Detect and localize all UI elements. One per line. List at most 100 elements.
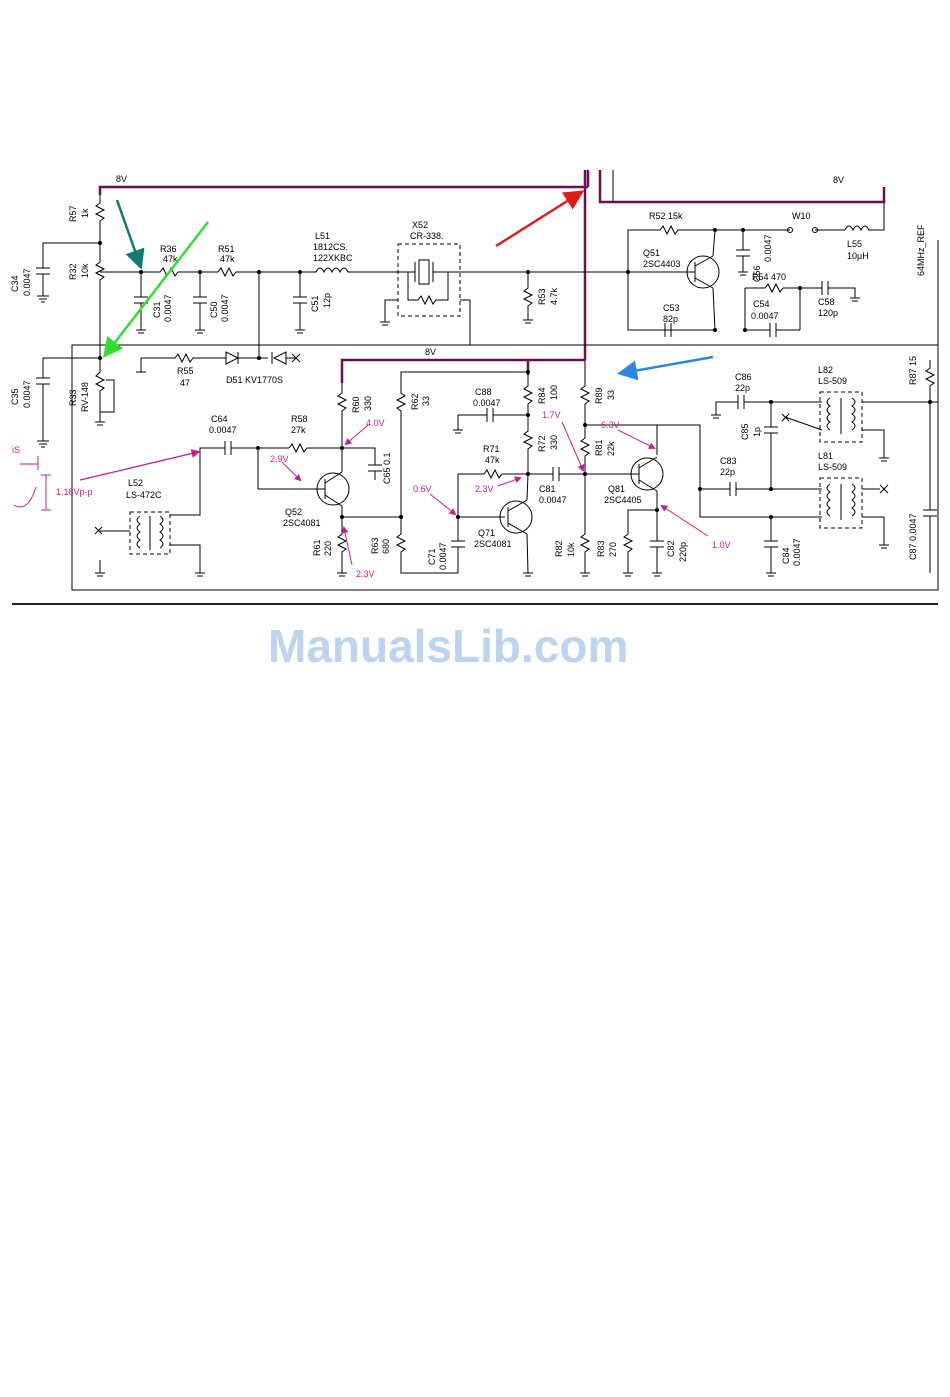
c51-ref: C51 (310, 295, 320, 312)
l82-ref: L82 (818, 365, 833, 375)
r83-ref: R83 (596, 540, 606, 557)
r57-value: 1k (80, 208, 90, 218)
l82-part: LS-509 (818, 376, 847, 386)
arrow-red (495, 190, 585, 248)
w10-label: W10 (792, 211, 811, 221)
c71-ref: C71 (427, 548, 437, 565)
r89-value: 33 (606, 390, 616, 400)
l55-ref: L55 (847, 239, 862, 249)
c83-value: 22p (720, 467, 735, 477)
r33-ref: R33 (68, 389, 78, 406)
q71-stage (451, 372, 630, 577)
r60-ref: R60 (351, 396, 361, 413)
l51-ref: L51 (315, 231, 330, 241)
d51-label: D51 KV1770S (226, 375, 283, 385)
c50-ref: C50 (209, 301, 219, 318)
c84-ref: C84 (781, 547, 791, 564)
r32-value: 10k (80, 263, 90, 278)
watermark: ManualsLib.com (268, 620, 628, 672)
q71-ref: Q71 (478, 528, 495, 538)
r51-value: 47k (220, 254, 235, 264)
arrow-blue (617, 355, 714, 381)
r36-ref: R36 (160, 244, 177, 254)
c53-ref: C53 (663, 303, 680, 313)
r71-ref: R71 (483, 444, 500, 454)
r51-ref: R51 (218, 244, 235, 254)
voltage-1v0: 1.0V (712, 540, 731, 550)
r89-ref: R89 (594, 387, 604, 404)
c53-value: 82p (663, 314, 678, 324)
r32-ref: R32 (68, 263, 78, 280)
r60-value: 330 (363, 396, 373, 411)
q52-part: 2SC4081 (283, 518, 321, 528)
q71-part: 2SC4081 (474, 539, 512, 549)
r33-value: RV-148 (80, 382, 90, 412)
c86-value: 22p (735, 383, 750, 393)
l81-ref: L81 (818, 451, 833, 461)
bias-network (36, 195, 301, 448)
l51-part2: 122XKBC (313, 253, 353, 263)
voltage-6v3: 6.3V (601, 420, 620, 430)
r72-value: 330 (549, 435, 559, 450)
c71-value: 0.0047 (438, 542, 448, 570)
voltage-annotations (13, 421, 709, 566)
x52-part: CR-338. (410, 231, 444, 241)
r61-ref: R61 (312, 539, 322, 556)
r84-ref: R84 (537, 387, 547, 404)
arrow-green (102, 221, 209, 358)
c58-value: 120p (818, 308, 838, 318)
r58-ref: R58 (291, 414, 308, 424)
r55-value: 47 (180, 378, 190, 388)
c54-ref: C54 (753, 299, 770, 309)
c31-ref: C31 (152, 301, 162, 318)
r53-ref: R53 (537, 288, 547, 305)
voltage-2v3-q71: 2.3V (475, 484, 494, 494)
c88-value: 0.0047 (473, 398, 501, 408)
arrow-teal (115, 199, 145, 270)
l52-part: LS-472C (126, 490, 162, 500)
r63-value: 680 (381, 539, 391, 554)
c34-value: 0.0047 (22, 268, 32, 296)
c35-ref: C35 (10, 388, 20, 405)
r87-label: R87 15 (908, 356, 918, 385)
lower-section-box (71, 344, 939, 591)
r82-value: 10k (566, 542, 576, 557)
c81-ref: C81 (539, 484, 556, 494)
net-64mhz-ref: 64MHz_REF (916, 224, 926, 276)
l81-part: LS-509 (818, 462, 847, 472)
c65-label: C65 0.1 (382, 452, 392, 484)
voltage-4v0: 4.0V (366, 418, 385, 428)
rail-label-right: 8V (833, 175, 844, 185)
r81-ref: R81 (594, 439, 604, 456)
supply-rails (98, 170, 886, 383)
rail-label-mid: 8V (425, 347, 436, 357)
q51-ref: Q51 (643, 248, 660, 258)
r82-ref: R82 (554, 540, 564, 557)
c81-value: 0.0047 (539, 495, 567, 505)
q51-part: 2SC4403 (643, 259, 681, 269)
c58-ref: C58 (818, 297, 835, 307)
q51-stage (626, 202, 885, 337)
c31-value: 0.0047 (163, 294, 173, 322)
c34-ref: C34 (10, 275, 20, 292)
q52-stage (94, 370, 530, 577)
c86-ref: C86 (735, 372, 752, 382)
q52-ref: Q52 (285, 507, 302, 517)
r52-label: R52 15k (649, 211, 683, 221)
r55-ref: R55 (177, 366, 194, 376)
c85-ref: C85 (740, 423, 750, 440)
c64-ref: C64 (211, 414, 228, 424)
c83-ref: C83 (720, 456, 737, 466)
c50-value: 0.0047 (220, 294, 230, 322)
voltage-pp: 1.18Vp-p (56, 487, 93, 497)
c64-value: 0.0047 (209, 425, 237, 435)
r63-ref: R63 (370, 537, 380, 554)
r62-value: 33 (421, 396, 431, 406)
c56-value: 0.0047 (763, 234, 773, 262)
c82-ref: C82 (666, 540, 676, 557)
voltage-2v3-q52: 2.3V (356, 569, 375, 579)
r72-ref: R72 (537, 435, 547, 452)
l51-part1: 1812CS. (313, 242, 348, 252)
q81-part: 2SC4405 (604, 495, 642, 505)
